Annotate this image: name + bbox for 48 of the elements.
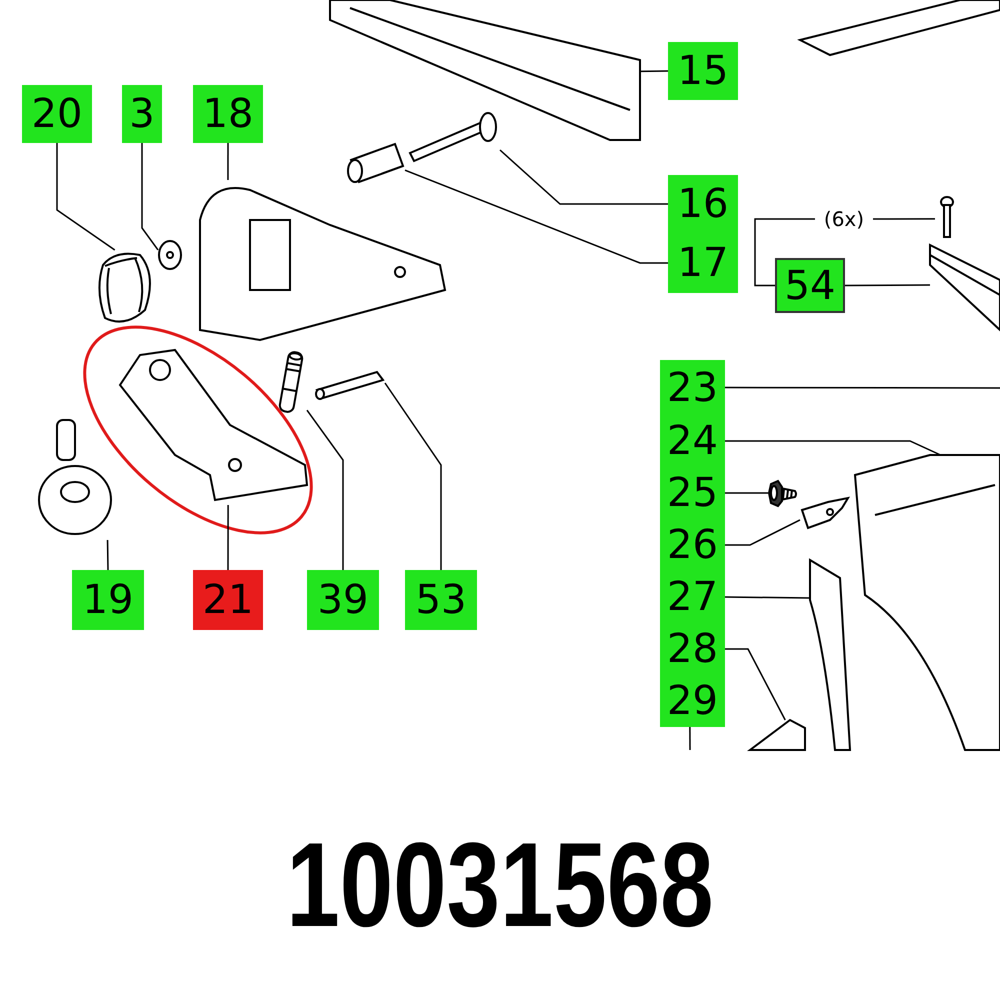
leader-line: [725, 519, 800, 546]
leader-line: [724, 596, 810, 599]
callout-number: 17: [668, 233, 738, 293]
callout-number: 27: [660, 571, 725, 623]
callout-number: 15: [668, 42, 738, 100]
callout-number: 3: [122, 85, 162, 143]
callout-number: 53: [405, 570, 477, 630]
strip-drawing: [810, 560, 850, 750]
callout-number: 26: [660, 519, 725, 571]
callout-number: 28: [660, 623, 725, 675]
clip-drawing: [800, 498, 850, 528]
leader-line: [689, 727, 691, 750]
leader-line: [106, 540, 109, 570]
callout-number: 16: [668, 175, 738, 233]
callout-number: 21: [193, 570, 263, 630]
leader-line: [725, 648, 786, 720]
sleeve-drawing: [345, 140, 405, 185]
callout-number: 54: [775, 258, 845, 313]
leader-line: [56, 143, 116, 251]
part-number: 10031568: [286, 820, 714, 950]
leader-line: [725, 386, 1000, 389]
callout-number: 25: [660, 467, 725, 519]
bolt-drawing: [410, 115, 500, 165]
leader-line: [384, 382, 442, 570]
screw-drawing: [768, 479, 798, 507]
leader-line: [227, 143, 229, 180]
callout-number: 29: [660, 675, 725, 727]
leader-line: [227, 505, 229, 570]
leader-line: [500, 149, 668, 205]
housing-drawing: [855, 455, 1000, 750]
leader-line: [845, 284, 930, 286]
callout-number: 18: [193, 85, 263, 143]
leader-line: [640, 70, 668, 72]
callout-number: 19: [72, 570, 144, 630]
pin-drawing: [315, 368, 385, 398]
leader-line: [725, 492, 768, 494]
leader-line: [404, 169, 668, 264]
leader-line: [754, 218, 815, 286]
leader-line: [306, 410, 344, 570]
leader-line: [725, 440, 941, 456]
leader-line: [141, 143, 159, 250]
cover-drawing: [750, 720, 805, 750]
washer-drawing: [158, 240, 183, 270]
callout-number: 24: [660, 415, 725, 467]
leader-line: [873, 218, 935, 220]
callout-number: 23: [660, 360, 725, 415]
callout-number: 20: [22, 85, 92, 143]
callout-number: 39: [307, 570, 379, 630]
